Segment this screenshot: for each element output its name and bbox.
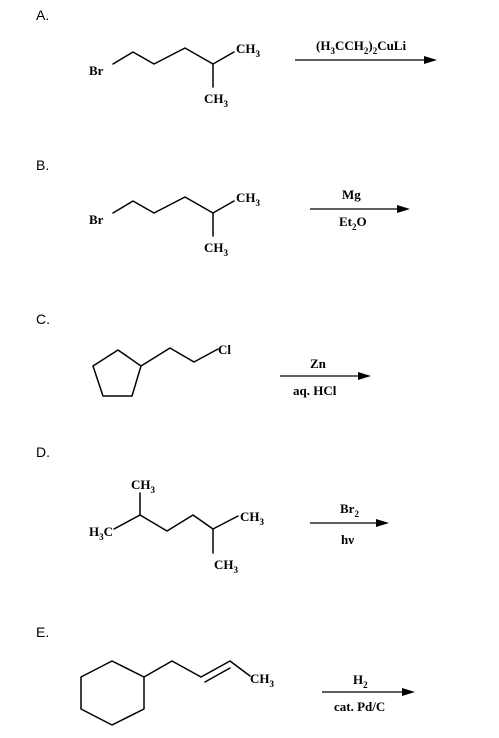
atom-a-ch3-top: CH3	[236, 41, 261, 59]
reagent-c-above: Zn	[310, 356, 327, 371]
cyclopentane-ring	[92, 349, 142, 397]
atom-d-h3c: H3C	[89, 524, 113, 542]
problem-label-a: A.	[36, 7, 49, 23]
arrowhead-c	[358, 372, 371, 380]
atom-d-ch3-right: CH3	[240, 509, 265, 527]
atom-b-br: Br	[89, 212, 104, 227]
atom-e-ch3: CH3	[250, 671, 275, 689]
problem-label-e: E.	[36, 624, 49, 640]
atom-a-br: Br	[89, 63, 104, 78]
reagent-e-below: cat. Pd/C	[334, 699, 385, 714]
reagent-b-above: Mg	[342, 187, 361, 202]
reagent-b-below: Et2O	[339, 214, 367, 232]
problem-label-d: D.	[36, 444, 50, 460]
problem-e: E. CH3 H2 cat. Pd/C	[36, 624, 415, 726]
problem-d: D. CH3 H3C CH3 CH3 Br2 hν	[36, 444, 389, 575]
problem-a: A. Br CH3 CH3 (H3CCH2)2CuLi	[36, 7, 437, 109]
problem-label-b: B.	[36, 157, 49, 173]
atom-a-ch3-bottom: CH3	[204, 91, 229, 109]
cyclohexane-ring	[80, 660, 145, 726]
problem-b: B. Br CH3 CH3 Mg Et2O	[36, 157, 410, 258]
arrowhead-d	[376, 519, 389, 527]
reagent-c-below: aq. HCl	[293, 383, 337, 398]
molecule-d-skeleton	[113, 514, 239, 532]
molecule-b-skeleton	[112, 196, 235, 214]
arrowhead-a	[424, 56, 437, 64]
problem-label-c: C.	[36, 311, 50, 327]
reagent-d-below: hν	[341, 532, 354, 547]
atom-d-ch3-topleft: CH3	[131, 477, 156, 495]
molecule-e-double-bond	[204, 667, 231, 683]
reagent-d-above: Br2	[340, 501, 359, 519]
problem-c: C. Cl Zn aq. HCl	[36, 311, 371, 398]
molecule-e-chain	[143, 660, 251, 678]
arrowhead-b	[397, 205, 410, 213]
reagent-a-above: (H3CCH2)2CuLi	[316, 38, 406, 56]
arrowhead-e	[402, 688, 415, 696]
atom-c-cl: Cl	[218, 342, 231, 357]
atom-d-ch3-bottom: CH3	[214, 557, 239, 575]
atom-b-ch3-bottom: CH3	[204, 240, 229, 258]
molecule-a-skeleton	[112, 47, 235, 65]
molecule-c-chain	[140, 347, 219, 367]
atom-b-ch3-top: CH3	[236, 190, 261, 208]
reagent-e-above: H2	[353, 672, 368, 690]
